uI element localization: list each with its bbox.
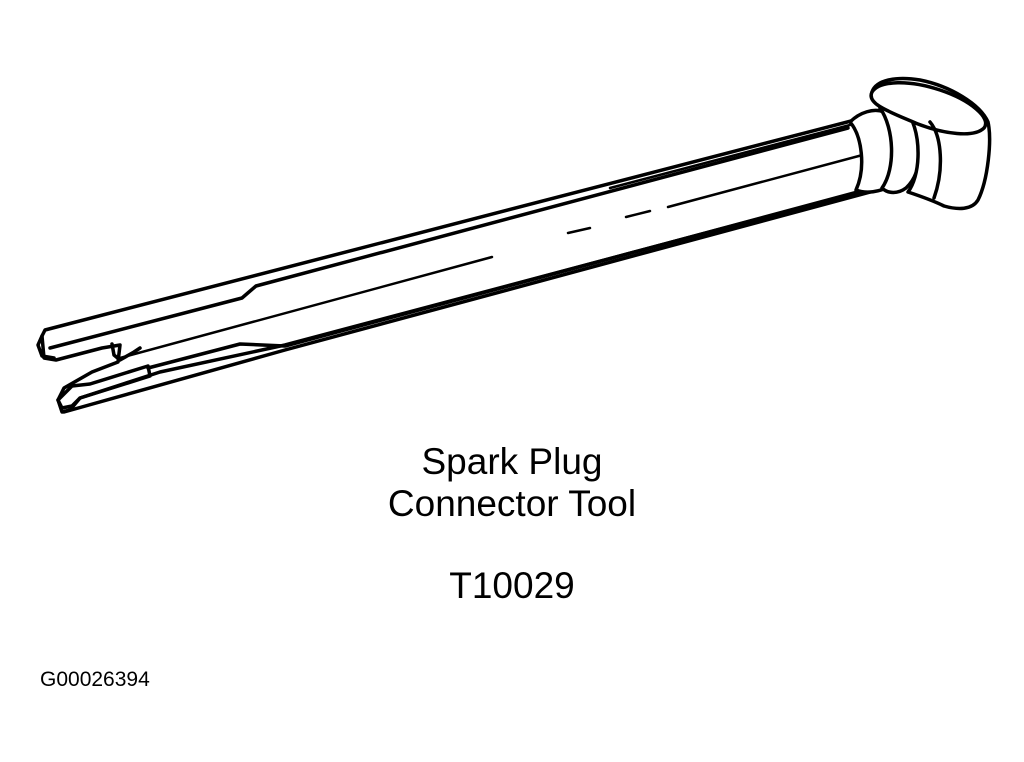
tool-fork-notch <box>110 342 142 362</box>
shaft-centerline <box>118 255 494 360</box>
shaft-lower-inner-edge <box>146 184 882 370</box>
tool-handle-knob-contour <box>928 120 943 200</box>
tool-fork-tip <box>36 334 56 360</box>
shaft-centerline-dash-1 <box>566 226 592 235</box>
tool-fork-lower-jaw <box>56 364 152 410</box>
caption-tool-name-line1: Spark Plug <box>421 441 603 482</box>
caption-part-number: T10029 <box>449 565 575 606</box>
tool-shaft <box>40 111 892 414</box>
figure-id: G00026394 <box>40 668 150 691</box>
shaft-top-highlight <box>608 123 852 190</box>
tool-handle-knob-face <box>869 81 988 136</box>
caption-tool-name-line2: Connector Tool <box>387 483 637 524</box>
shaft-centerline-dash-2 <box>624 209 652 219</box>
shaft-centerline-dash-3 <box>666 151 872 209</box>
shaft-lower-edge <box>62 190 872 414</box>
shaft-top-edge <box>48 126 850 350</box>
